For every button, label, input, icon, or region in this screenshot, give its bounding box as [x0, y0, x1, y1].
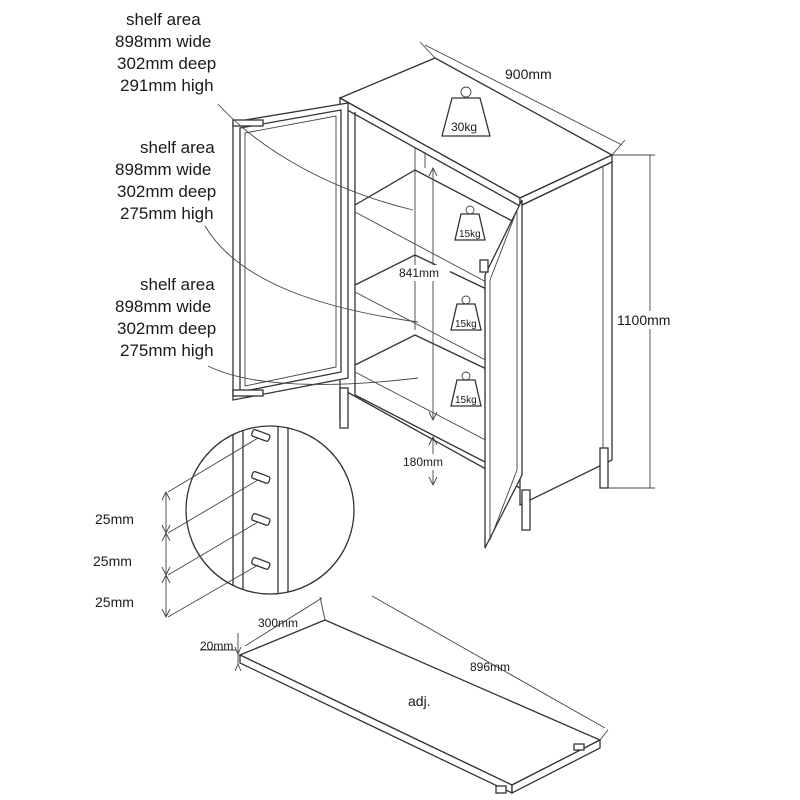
left-door	[232, 102, 349, 401]
svg-text:shelf area: shelf area	[140, 275, 215, 294]
svg-text:302mm deep: 302mm deep	[117, 319, 216, 338]
width-label: 900mm	[505, 66, 552, 82]
top-load-weight-icon: 30kg	[441, 86, 491, 137]
svg-text:275mm high: 275mm high	[120, 341, 214, 360]
svg-text:302mm deep: 302mm deep	[117, 54, 216, 73]
shelf-thickness-dimension: 20mm	[200, 633, 242, 672]
height-dimension: 1100mm	[608, 154, 684, 489]
inner-height-label: 841mm	[399, 266, 439, 280]
shelf-pin-hole	[251, 557, 271, 570]
shelf-note-label: adj.	[408, 693, 431, 709]
shelf-3-load-label: 15kg	[455, 395, 477, 406]
shelf-2-weight-icon: 15kg	[450, 295, 482, 331]
svg-text:shelf area: shelf area	[126, 10, 201, 29]
svg-text:302mm deep: 302mm deep	[117, 182, 216, 201]
pitch-label-1: 25mm	[95, 511, 134, 527]
pitch-label-2: 25mm	[93, 553, 132, 569]
svg-text:275mm high: 275mm high	[120, 204, 214, 223]
shelf-pin-hole	[251, 471, 271, 484]
pitch-label-3: 25mm	[95, 594, 134, 610]
shelf-length-dimension: 896mm	[371, 595, 609, 741]
shelf-thickness-label: 20mm	[200, 639, 233, 653]
svg-text:898mm wide: 898mm wide	[115, 297, 211, 316]
shelf-area-label-3: shelf area 898mm wide 302mm deep 275mm h…	[115, 275, 419, 385]
shelf-length-label: 896mm	[470, 660, 510, 674]
svg-text:898mm wide: 898mm wide	[115, 160, 211, 179]
svg-text:shelf area: shelf area	[140, 138, 215, 157]
right-door	[479, 199, 523, 549]
shelf-2-load-label: 15kg	[455, 319, 477, 330]
svg-text:898mm wide: 898mm wide	[115, 32, 211, 51]
shelf-3-weight-icon: 15kg	[450, 371, 482, 407]
shelf-area-label-1: shelf area 898mm wide 302mm deep 291mm h…	[115, 10, 414, 211]
shelf-depth-label: 300mm	[258, 616, 298, 630]
shelf-depth-dimension: 300mm	[244, 596, 326, 647]
leg-height-label: 180mm	[403, 455, 443, 469]
inner-height-dimension: 841mm	[398, 166, 450, 422]
shelf-1-weight-icon: 15kg	[454, 205, 486, 241]
top-load-label: 30kg	[451, 120, 477, 134]
loose-shelf: adj.	[238, 619, 602, 795]
shelf-1-load-label: 15kg	[459, 229, 481, 240]
shelf-area-label-2: shelf area 898mm wide 302mm deep 275mm h…	[115, 138, 419, 323]
height-label: 1100mm	[617, 312, 670, 328]
svg-text:291mm high: 291mm high	[120, 76, 214, 95]
width-dimension: 900mm	[419, 41, 626, 156]
shelf-pin-detail: 25mm 25mm 25mm	[93, 425, 355, 619]
leg-height-dimension: 180mm	[402, 435, 454, 487]
shelf-pin-hole	[251, 429, 271, 442]
shelf-pin-hole	[251, 513, 271, 526]
